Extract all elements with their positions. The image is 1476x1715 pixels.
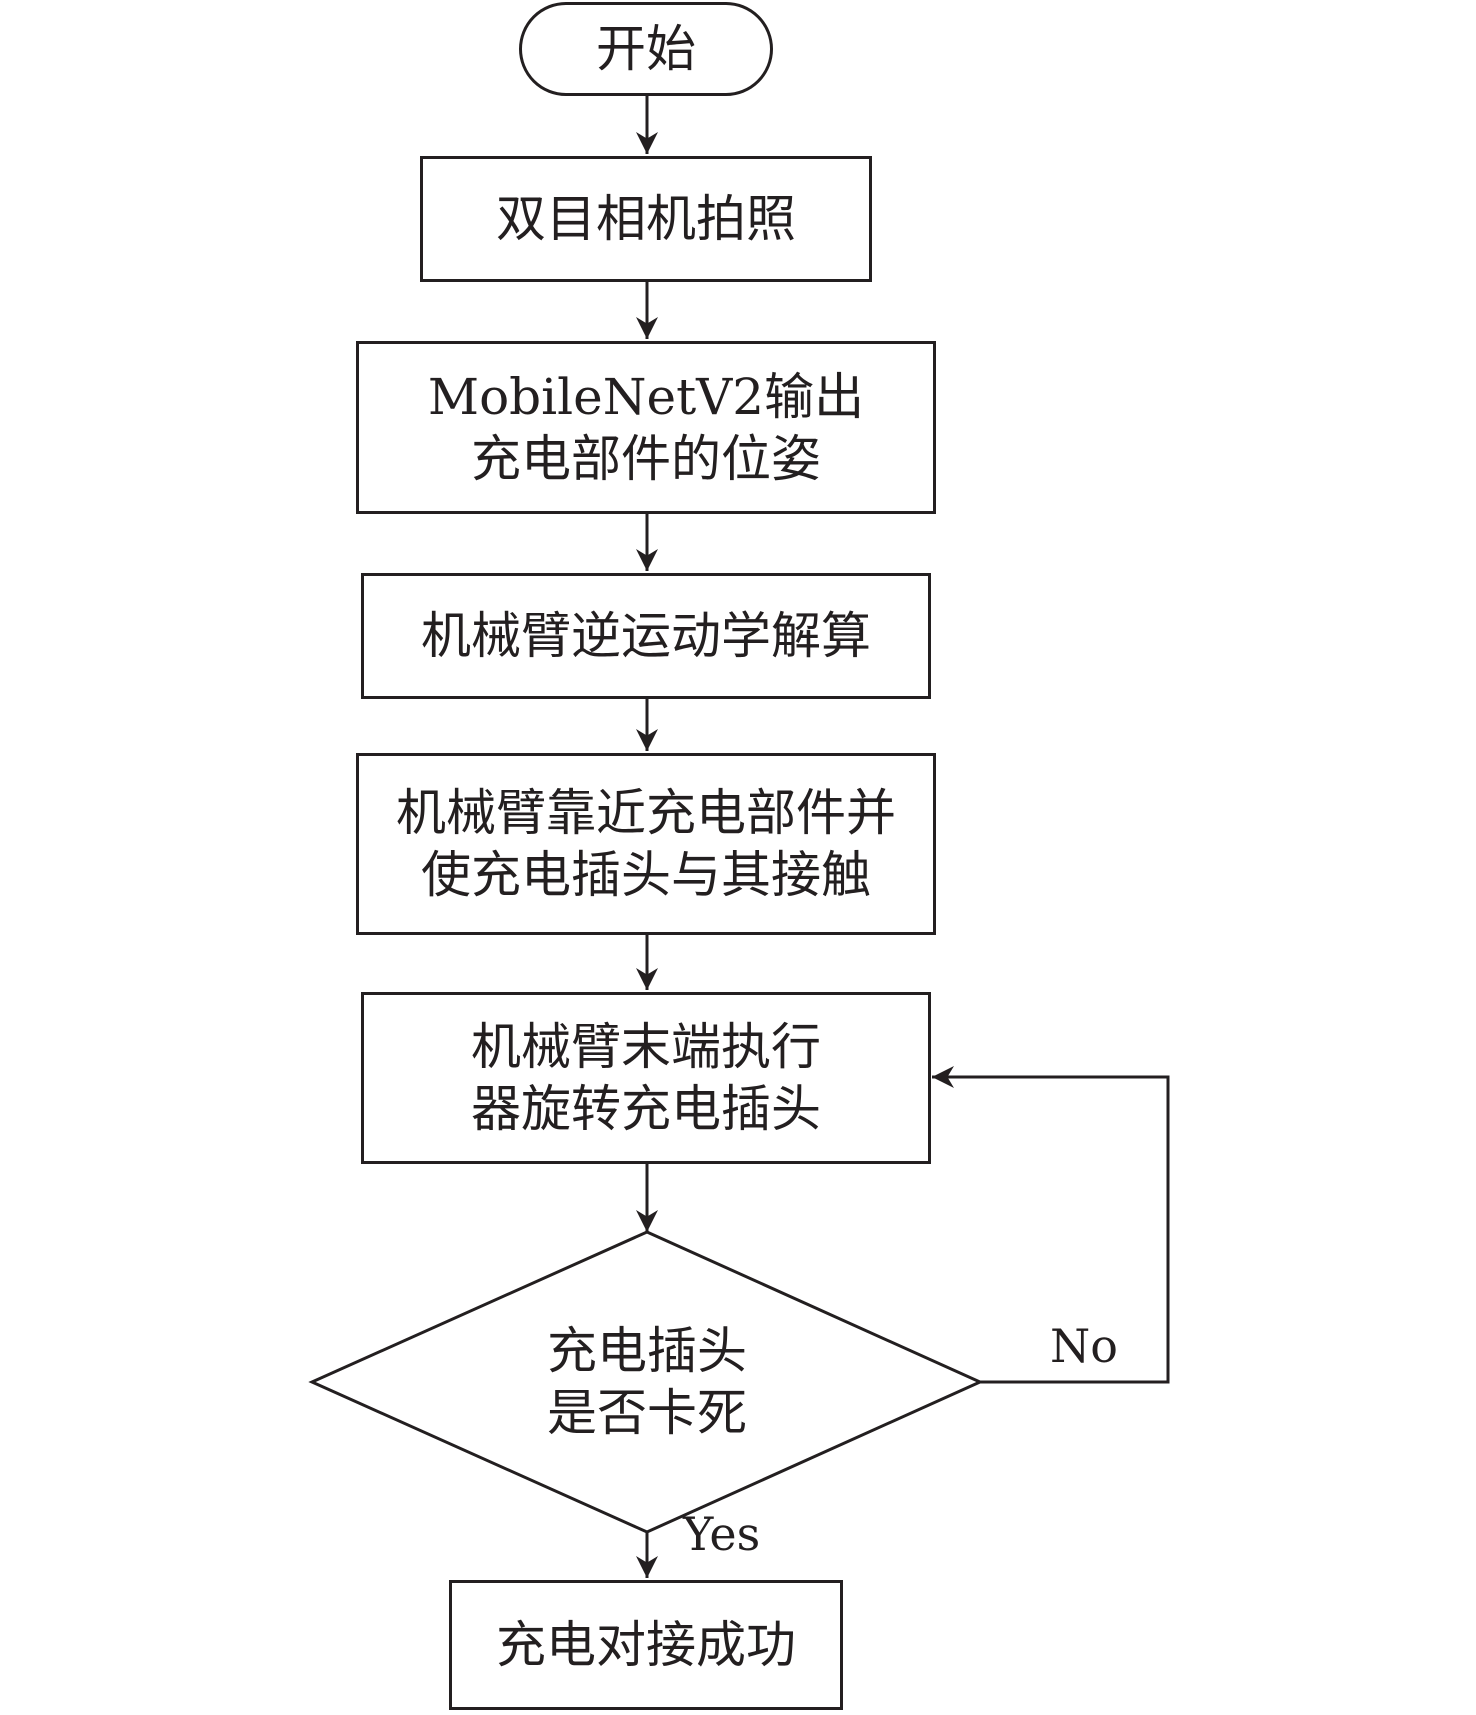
- rotate-plug-step: 机械臂末端执行 器旋转充电插头: [361, 992, 931, 1164]
- decision-text: 充电插头 是否卡死: [497, 1320, 797, 1444]
- capture-label: 双目相机拍照: [496, 190, 796, 248]
- approach-label-line2: 使充电插头与其接触: [421, 846, 871, 904]
- rotate-label-line1: 机械臂末端执行: [471, 1018, 821, 1076]
- decision-label-line1: 充电插头: [547, 1322, 747, 1380]
- decision-label-line2: 是否卡死: [547, 1384, 747, 1442]
- pose-label-line2: 充电部件的位姿: [471, 429, 821, 488]
- arrow-no-loop: [932, 1066, 1170, 1384]
- pose-label-line1: MobileNetV2输出: [427, 367, 865, 426]
- approach-label-line1: 机械臂靠近充电部件并: [396, 784, 896, 842]
- start-label: 开始: [596, 20, 696, 78]
- inverse-kinematics-step: 机械臂逆运动学解算: [361, 573, 931, 699]
- ik-label: 机械臂逆运动学解算: [421, 607, 871, 665]
- pose-output-step: MobileNetV2输出 充电部件的位姿: [356, 341, 936, 514]
- rotate-label-line2: 器旋转充电插头: [471, 1080, 821, 1138]
- yes-branch-label: Yes: [683, 1507, 761, 1561]
- start-terminal: 开始: [519, 2, 773, 96]
- no-branch-label: No: [1050, 1319, 1118, 1373]
- success-terminal: 充电对接成功: [449, 1580, 843, 1710]
- capture-step: 双目相机拍照: [420, 156, 872, 282]
- success-label: 充电对接成功: [496, 1616, 796, 1674]
- approach-contact-step: 机械臂靠近充电部件并 使充电插头与其接触: [356, 753, 936, 935]
